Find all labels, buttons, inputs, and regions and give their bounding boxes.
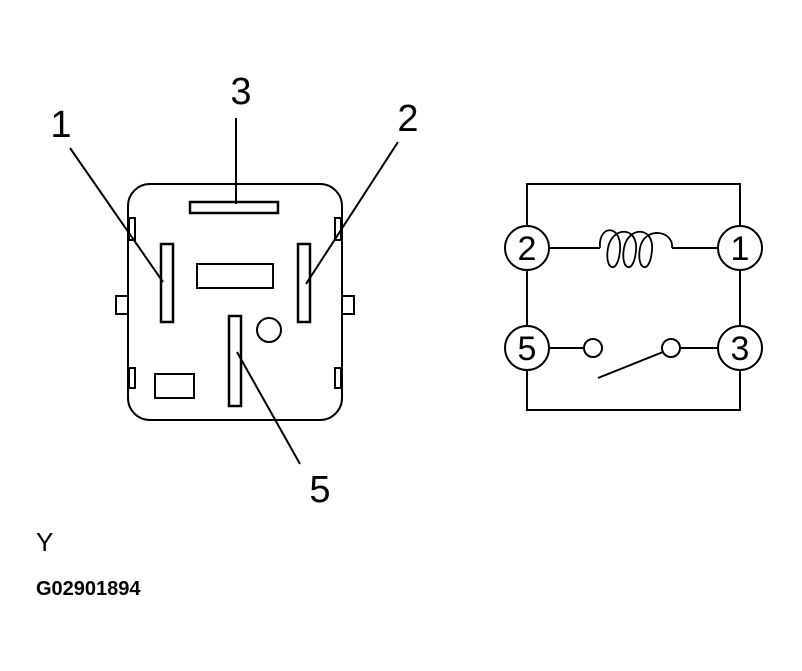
schematic-terminal-5: [504, 325, 550, 371]
label-terminal-1: 1: [50, 104, 71, 146]
relay-connector-face: [115, 183, 355, 421]
schematic-terminal-3: [717, 325, 763, 371]
pin-5: [227, 314, 243, 408]
label-terminal-2: 2: [397, 98, 418, 140]
pin-2: [296, 242, 312, 324]
schematic-terminal-1: [717, 225, 763, 271]
leader-lines: [69, 118, 399, 465]
switch-blade: [597, 351, 664, 379]
figure-code: G02901894: [36, 578, 141, 600]
side-tab-right: [341, 295, 355, 315]
relay-schematic: 2 1 5 3: [504, 183, 763, 411]
switch-contact-pivot: [661, 338, 681, 358]
side-tab-left: [115, 295, 129, 315]
schematic-label-3: 3: [731, 330, 750, 368]
switch-contact-fixed: [583, 338, 603, 358]
schematic-terminal-2: [504, 225, 550, 271]
label-terminal-3: 3: [230, 71, 251, 113]
coil-icon: [599, 229, 673, 268]
pin-3: [188, 200, 280, 215]
label-terminal-5: 5: [309, 469, 330, 511]
schematic-label-5: 5: [518, 330, 537, 368]
schematic-label-2: 2: [518, 230, 537, 268]
pin-1: [159, 242, 175, 324]
schematic-label-1: 1: [731, 230, 750, 268]
view-letter: Y: [36, 527, 53, 557]
